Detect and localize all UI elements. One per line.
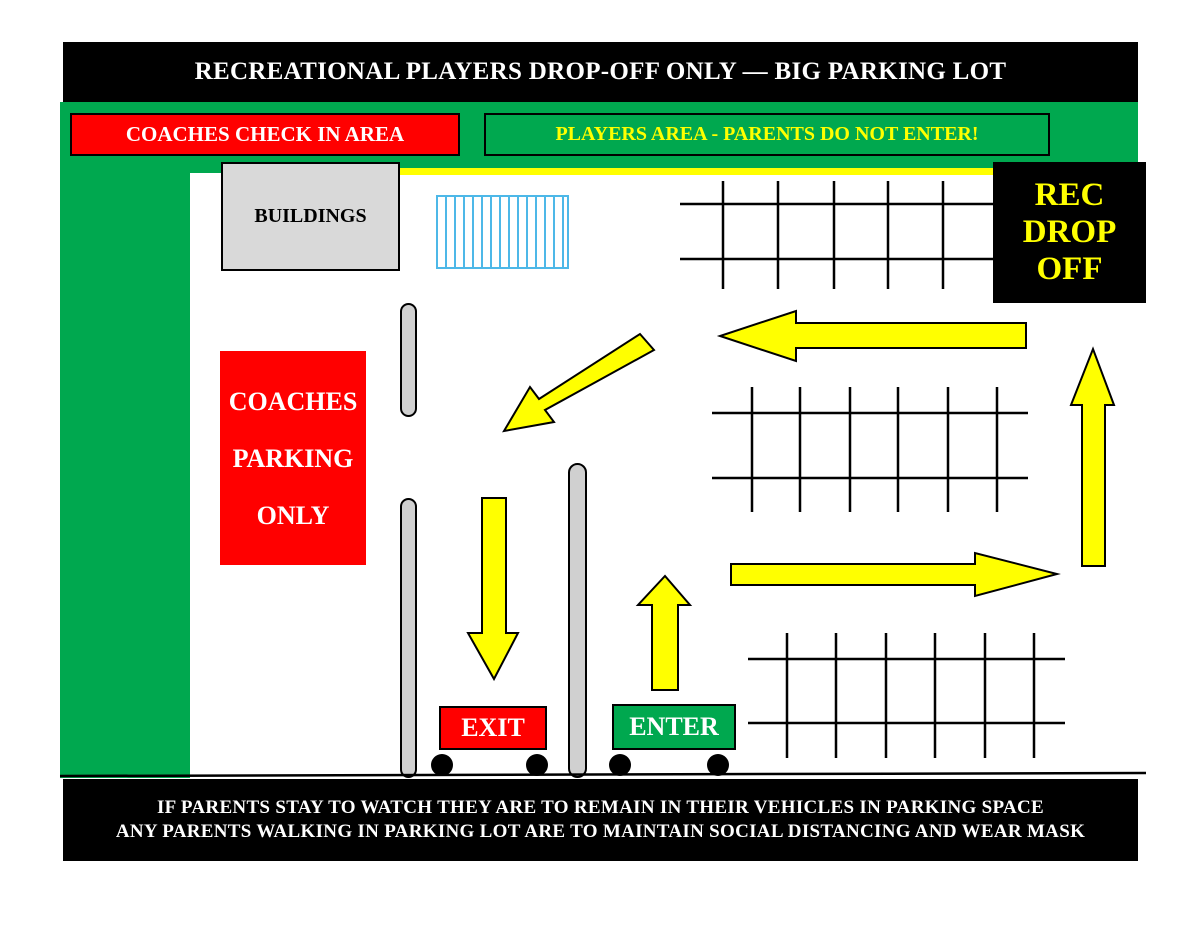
rec-drop-off-line-3: OFF — [1036, 251, 1103, 287]
footer-line-2: ANY PARENTS WALKING IN PARKING LOT ARE T… — [115, 821, 1086, 842]
arrow-up-icon — [635, 574, 693, 691]
road-islands — [400, 303, 587, 778]
parking-spaces-top — [680, 181, 995, 289]
arrow-left-icon — [716, 309, 1027, 363]
parking-spaces-middle — [712, 387, 1028, 512]
rec-drop-off-line-1: REC — [1034, 177, 1105, 213]
coaches-parking-line-3: ONLY — [256, 500, 330, 530]
exit-sign: EXIT — [439, 706, 547, 750]
buildings-text: BUILDINGS — [254, 205, 367, 227]
arrow-down-left-icon — [502, 332, 656, 433]
coaches-parking-line-1: COACHES — [228, 386, 358, 416]
arrow-down-icon — [466, 497, 520, 682]
buildings-label: BUILDINGS — [221, 162, 400, 271]
street-line — [59, 771, 1147, 778]
page-title: RECREATIONAL PLAYERS DROP-OFF ONLY — BIG… — [63, 42, 1138, 102]
bleachers-icon — [436, 195, 569, 269]
coaches-parking-sign: COACHES PARKING ONLY — [220, 351, 366, 565]
coaches-parking-line-2: PARKING — [232, 443, 354, 473]
players-area-boundary-line — [398, 168, 1003, 175]
footer-line-1: IF PARENTS STAY TO WATCH THEY ARE TO REM… — [156, 797, 1045, 818]
parking-spaces-bottom — [748, 633, 1065, 758]
arrow-right-icon — [730, 551, 1061, 598]
arrow-up-right-icon — [1069, 346, 1116, 567]
rec-drop-off-line-2: DROP — [1022, 214, 1117, 250]
coaches-check-in-sign: COACHES CHECK IN AREA — [70, 113, 460, 156]
enter-sign: ENTER — [612, 704, 736, 750]
players-area-sign: PLAYERS AREA - PARENTS DO NOT ENTER! — [484, 113, 1050, 156]
footer-notice: IF PARENTS STAY TO WATCH THEY ARE TO REM… — [63, 779, 1138, 861]
vehicle-wheel-icon — [431, 754, 729, 776]
rec-drop-off-sign: REC DROP OFF — [993, 162, 1146, 303]
